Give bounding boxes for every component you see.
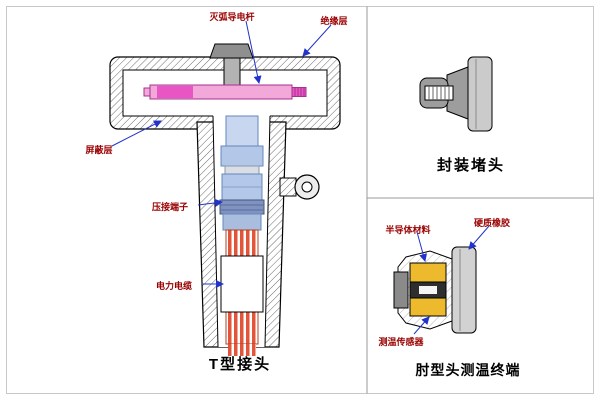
crimp-terminal: [219, 115, 265, 231]
power-cable: [220, 229, 264, 356]
label-power-cable: 电力电缆: [155, 281, 193, 291]
outer-border: [6, 6, 594, 394]
leader-crimp: [197, 198, 223, 207]
caption-plug: 封装堵头: [436, 157, 506, 174]
leader-hard-rubber: [468, 225, 490, 250]
label-crimp: 压接端子: [151, 202, 189, 212]
elbow-leaders: [413, 225, 490, 335]
cap-stem: [223, 57, 241, 87]
elbow-drawing: [393, 225, 490, 335]
caption-t-joint: T型接头: [208, 356, 272, 373]
semiconductor-lower: [409, 297, 447, 317]
eyelet-ring: [279, 174, 320, 200]
leader-insulation: [302, 24, 332, 57]
top-cap: [209, 43, 254, 59]
leader-arc-rod: [245, 20, 262, 84]
plug-drawing: [419, 56, 493, 132]
conductive-rod: [143, 84, 307, 100]
sensor-slot: [419, 286, 437, 294]
label-semiconductor: 半导体材料: [385, 225, 431, 235]
leader-semiconductor: [416, 231, 427, 262]
t-joint-drawing: [109, 20, 341, 356]
elbow-flange: [451, 246, 477, 334]
label-insulation: 绝缘层: [320, 16, 348, 26]
label-shield: 屏蔽层: [85, 145, 113, 155]
plug-thread-bore: [424, 85, 454, 101]
label-arc-rod: 灭弧导电杆: [209, 12, 255, 22]
semiconductor-upper: [409, 262, 447, 283]
leader-shield: [111, 120, 162, 147]
leader-temp-sensor: [413, 316, 430, 335]
label-hard-rubber: 硬质橡胶: [473, 218, 511, 228]
label-temp-sensor: 测温传感器: [378, 337, 424, 347]
plug-body: [446, 66, 469, 120]
elbow-cap: [393, 271, 409, 309]
t-joint-leaders: [111, 20, 332, 288]
plug-flange: [467, 56, 493, 132]
caption-elbow: 肘型头测温终端: [415, 362, 521, 378]
